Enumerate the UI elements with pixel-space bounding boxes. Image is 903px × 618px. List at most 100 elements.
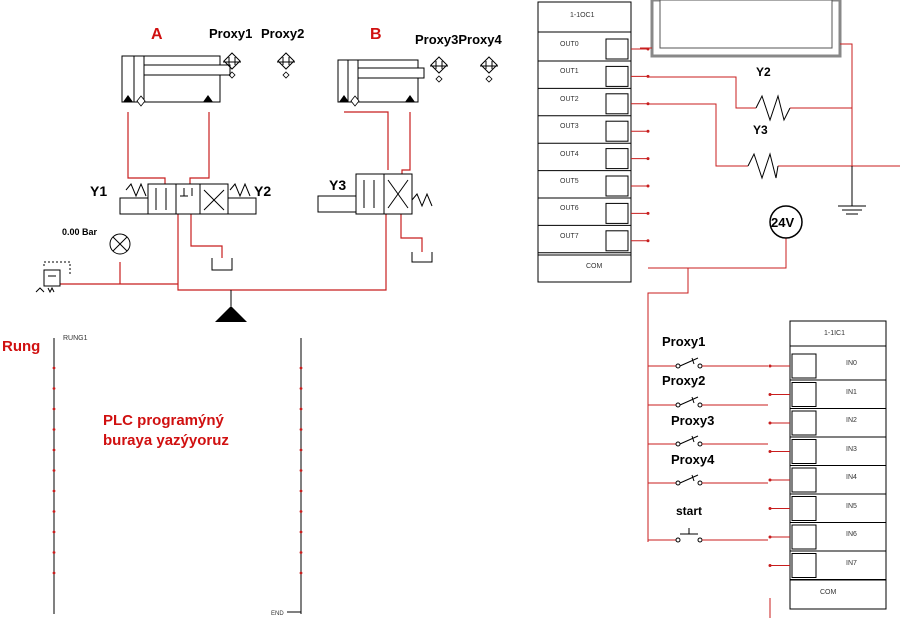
output-terminal[interactable] [605, 202, 629, 224]
regulator-icon [35, 261, 71, 294]
output-label: OUT6 [560, 205, 579, 213]
proxy2-sensor-icon [276, 52, 296, 79]
input-terminal[interactable] [791, 353, 817, 379]
input-terminal[interactable] [791, 553, 817, 578]
input-label: IN3 [846, 445, 857, 453]
display-screen [650, 0, 842, 58]
output-terminal[interactable] [605, 120, 629, 142]
output-terminal[interactable] [605, 148, 629, 170]
output-dot [646, 184, 650, 188]
valve-2[interactable] [317, 173, 433, 215]
note-line-1: PLC programýný [103, 412, 224, 429]
output-terminal[interactable] [605, 65, 629, 87]
y2-valve-label: Y2 [254, 183, 272, 199]
coil-y3[interactable] [747, 152, 779, 180]
rail-dot [52, 510, 56, 513]
input-terminal[interactable] [791, 496, 817, 521]
input-terminal[interactable] [791, 382, 817, 407]
note-line-2: buraya yazýyoruz [103, 432, 229, 449]
rail-dot [52, 489, 56, 493]
output-module-title: 1-1OC1 [570, 12, 595, 19]
cylinder-b-label: B [370, 26, 382, 43]
start-button[interactable] [648, 528, 768, 543]
switch-proxy3-label: Proxy3 [671, 413, 715, 428]
rail-dot [299, 407, 303, 411]
end-instruction: END [271, 611, 284, 617]
pressure-gauge-icon [109, 233, 131, 255]
input-module[interactable] [768, 320, 887, 610]
input-module-com: COM [820, 589, 837, 596]
output-label: OUT1 [560, 68, 579, 76]
output-terminal[interactable] [605, 175, 629, 197]
output-terminal[interactable] [605, 93, 629, 115]
output-label: OUT3 [560, 123, 579, 131]
rail-dot [52, 407, 56, 411]
input-terminal[interactable] [791, 410, 817, 436]
input-label: IN1 [846, 388, 857, 396]
input-label: IN7 [846, 559, 857, 567]
switch-proxy1-label: Proxy1 [662, 334, 706, 349]
rail-dot [299, 510, 303, 513]
output-dot [646, 129, 650, 133]
rail-dot [299, 448, 303, 452]
switch-proxy2-label: Proxy2 [662, 373, 706, 388]
output-label: OUT4 [560, 150, 579, 158]
coil-y2-label: Y2 [756, 65, 771, 79]
proxy1-switch[interactable] [648, 357, 768, 369]
cylinder-b[interactable] [337, 59, 425, 107]
rail-dot [299, 571, 303, 575]
rail-dot [299, 428, 303, 431]
y1-label: Y1 [90, 183, 108, 199]
proxy3-switch[interactable] [648, 435, 768, 447]
pressure-readout: 0.00 Bar [62, 227, 98, 237]
input-dot [768, 421, 772, 425]
air-supply-icon [215, 290, 247, 322]
rail-dot [52, 448, 56, 452]
input-dot [768, 507, 772, 510]
rail-dot [299, 551, 303, 554]
input-label: IN6 [846, 531, 857, 538]
switch-proxy4-label: Proxy4 [671, 452, 715, 467]
input-switches [648, 357, 768, 543]
output-module[interactable] [537, 1, 650, 283]
rail-dot [299, 469, 303, 472]
cylinder-a[interactable] [121, 55, 231, 107]
input-dot [768, 535, 772, 539]
rail-dot [52, 469, 56, 472]
proxy1-label: Proxy1 [209, 26, 253, 41]
output-dot [646, 239, 650, 243]
y3-valve-label: Y3 [329, 177, 347, 193]
valve-1[interactable] [119, 182, 257, 215]
output-terminal[interactable] [605, 230, 629, 252]
proxy4-sensor-icon [479, 56, 499, 83]
pneumatic-lines [60, 111, 423, 291]
input-label: IN0 [846, 360, 857, 367]
proxy2-switch[interactable] [648, 396, 768, 408]
output-label: OUT7 [560, 232, 579, 240]
output-label: OUT2 [560, 95, 579, 103]
rail-dot [299, 366, 303, 370]
proxy3-sensor-icon [429, 56, 449, 83]
coil-y3-label: Y3 [753, 123, 768, 137]
input-terminal[interactable] [791, 524, 817, 550]
coil-y2[interactable] [755, 94, 791, 122]
rail-dot [52, 530, 56, 534]
output-label: OUT5 [560, 178, 579, 185]
input-terminal[interactable] [791, 439, 817, 464]
proxy4-switch[interactable] [648, 474, 768, 486]
input-label: IN2 [846, 417, 857, 424]
supply-24v[interactable] [769, 205, 803, 239]
output-label: OUT0 [560, 41, 579, 48]
ground-icon [838, 166, 866, 215]
rail-dot [52, 571, 56, 575]
rail-dot [299, 387, 303, 390]
input-dot [768, 450, 772, 453]
input-label: IN5 [846, 502, 857, 510]
output-terminal[interactable] [605, 38, 629, 60]
input-module-title: 1-1IC1 [824, 330, 846, 337]
switch-start-label: start [676, 504, 703, 518]
input-terminal[interactable] [791, 467, 817, 493]
rail-dot [52, 387, 56, 390]
cylinder-a-label: A [151, 26, 163, 43]
output-dot [646, 157, 650, 161]
